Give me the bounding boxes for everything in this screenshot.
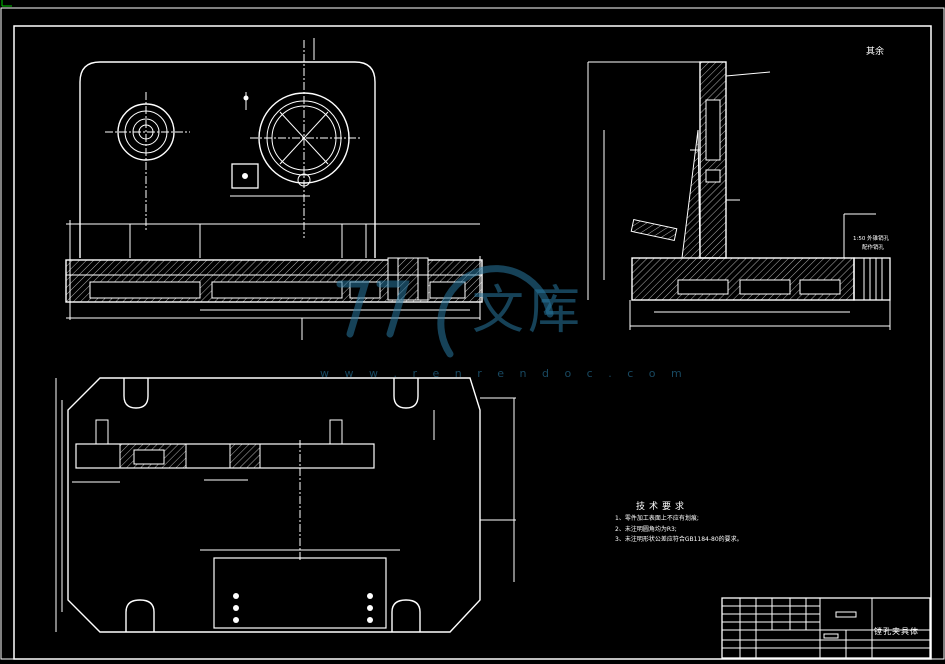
tech-requirement-item-3: 3、未注明形状公差应符合GB1184-80的要求。 [615,536,743,543]
section-ratio-note: 1:50 外锥销孔 [853,236,890,242]
inner-border [13,25,932,660]
tech-requirement-item-1: 1、零件加工表面上不应有划痕; [615,515,699,522]
title-block-part-name: 镗孔夹具体 [874,627,919,636]
title-block [721,597,931,659]
tech-requirements-title: 技术要求 [636,502,689,512]
top-view [55,377,516,633]
watermark-url: w w w . r e n r e n d o c . c o m [320,367,688,380]
surface-roughness-note: 其余 [866,47,885,57]
tech-requirement-item-2: 2、未注明圆角均为R3; [615,526,677,533]
side-view [587,61,891,330]
ucs-axis-icon [1,0,12,7]
section-ratio-note-2: 配作销孔 [862,245,885,251]
front-view [65,38,483,340]
watermark-text: 文库 [472,281,585,341]
